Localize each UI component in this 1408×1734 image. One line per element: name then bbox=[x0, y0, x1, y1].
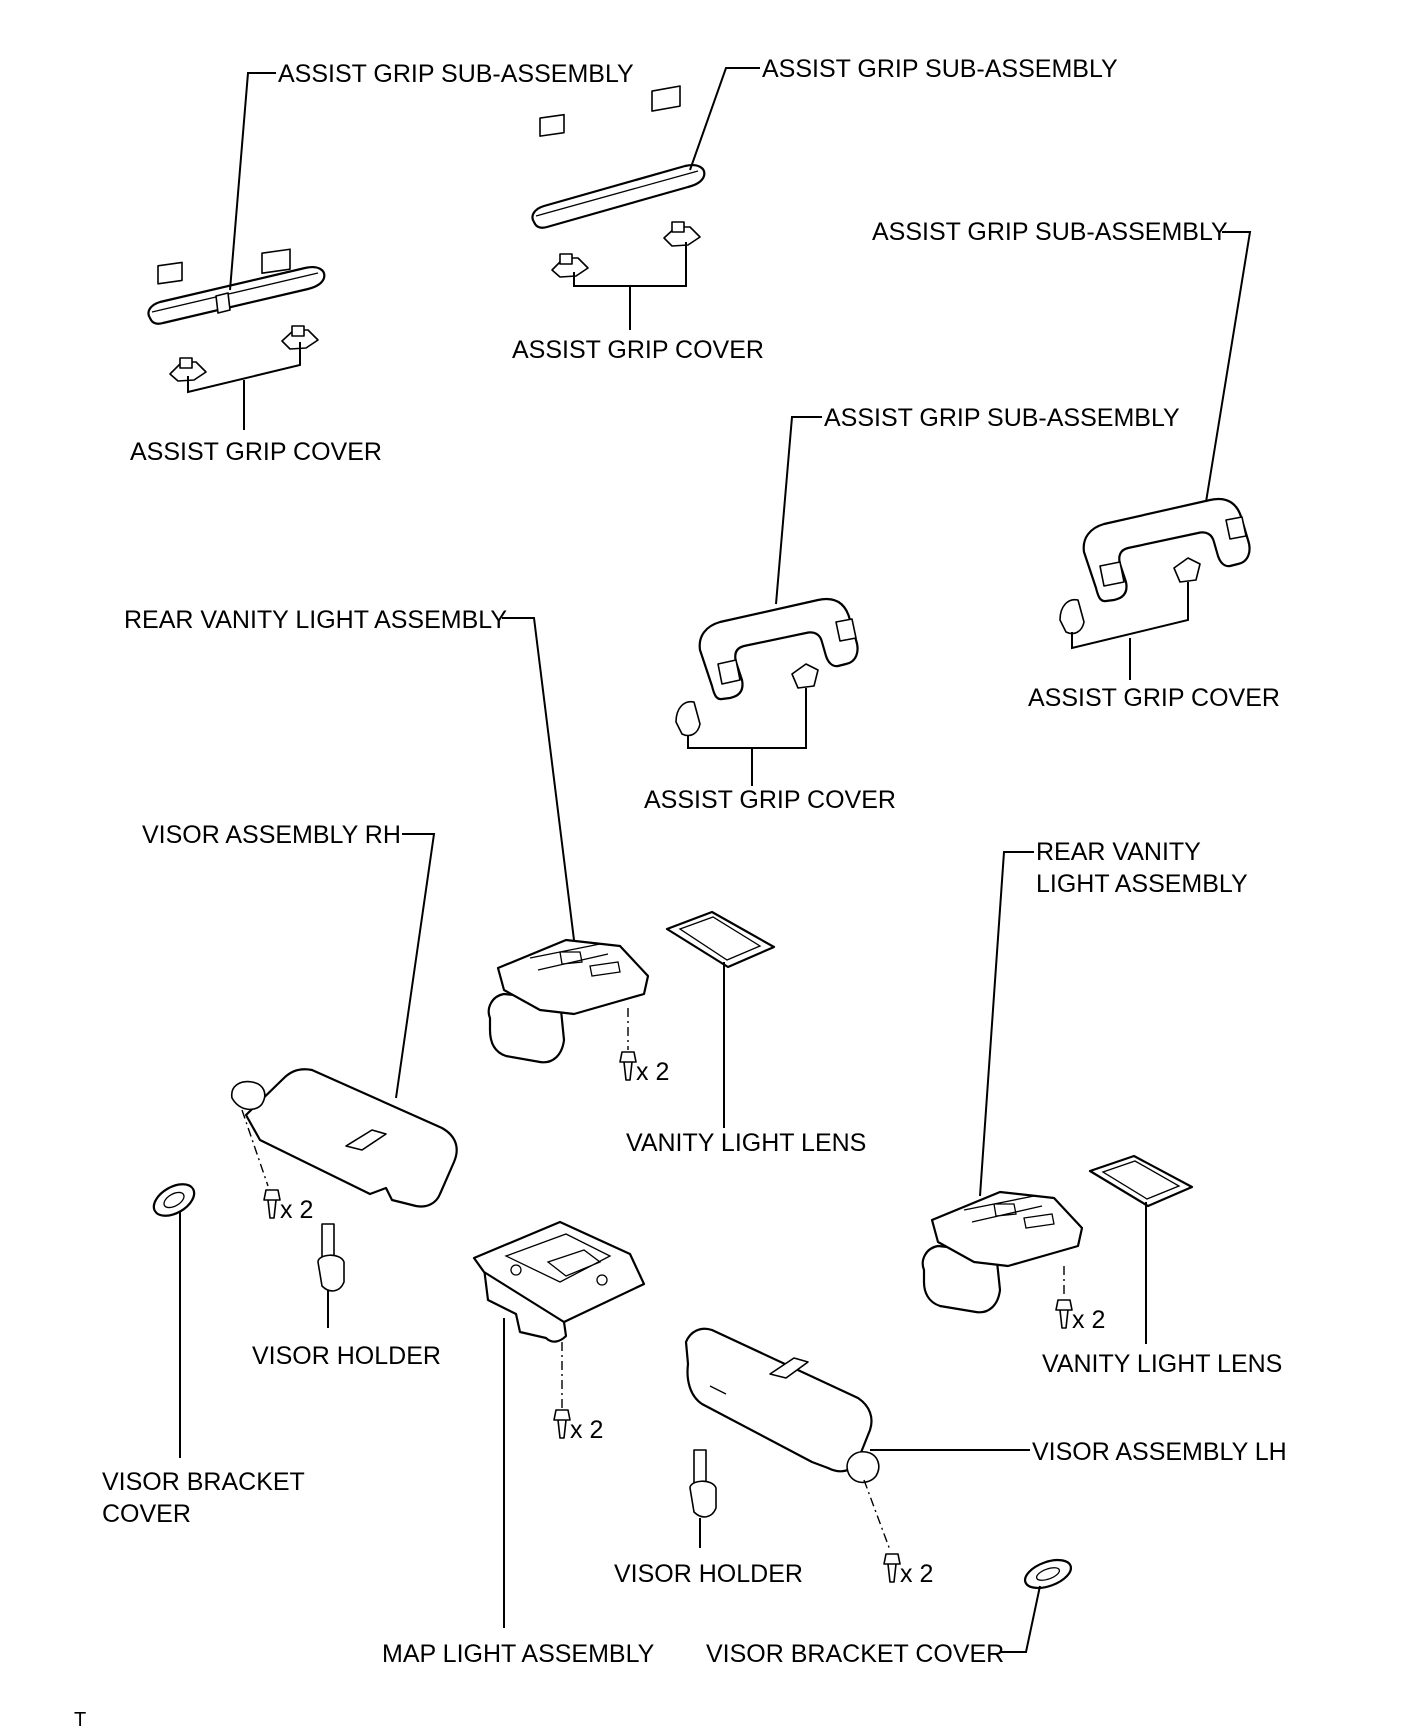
screw-icon bbox=[553, 1409, 571, 1439]
assist-grip-2-illustration bbox=[531, 85, 706, 229]
visor-holder-1-illustration bbox=[317, 1223, 345, 1292]
label-vanity-light-lens-2: VANITY LIGHT LENS bbox=[1042, 1350, 1282, 1378]
label-assist-grip-sub-assembly-1: ASSIST GRIP SUB-ASSEMBLY bbox=[278, 60, 634, 88]
label-rear-vanity-light-assembly-2-line2: LIGHT ASSEMBLY bbox=[1036, 870, 1248, 898]
map-light-illustration bbox=[472, 1220, 646, 1343]
vanity-light-lens-1-illustration bbox=[665, 910, 776, 969]
visor-lh-illustration bbox=[684, 1327, 880, 1484]
assist-grip-1-illustration bbox=[147, 248, 326, 325]
label-quantity-3: x 2 bbox=[1072, 1306, 1105, 1334]
assist-grip-cover-4-illustration bbox=[1059, 557, 1201, 635]
label-assist-grip-sub-assembly-2: ASSIST GRIP SUB-ASSEMBLY bbox=[762, 55, 1118, 83]
visor-bracket-cover-1-illustration bbox=[152, 1183, 196, 1217]
label-quantity-2: x 2 bbox=[280, 1196, 313, 1224]
label-visor-assembly-rh: VISOR ASSEMBLY RH bbox=[142, 821, 401, 849]
label-rear-vanity-light-assembly-2-line1: REAR VANITY bbox=[1036, 838, 1201, 866]
screw-icon bbox=[619, 1051, 637, 1081]
rear-vanity-light-1-illustration bbox=[487, 938, 650, 1064]
leader-lines bbox=[179, 67, 1252, 1653]
screw-icon bbox=[883, 1553, 901, 1583]
label-visor-bracket-cover-1-line2: COVER bbox=[102, 1500, 191, 1528]
vanity-light-lens-2-illustration bbox=[1088, 1154, 1194, 1208]
screw-icon bbox=[1055, 1299, 1073, 1329]
label-visor-holder-1: VISOR HOLDER bbox=[252, 1342, 441, 1370]
installation-lines bbox=[241, 1008, 1065, 1551]
screw-icon bbox=[263, 1189, 281, 1219]
label-visor-assembly-lh: VISOR ASSEMBLY LH bbox=[1032, 1438, 1287, 1466]
label-vanity-light-lens-1: VANITY LIGHT LENS bbox=[626, 1129, 866, 1157]
label-quantity-1: x 2 bbox=[636, 1058, 669, 1086]
label-visor-bracket-cover-1-line1: VISOR BRACKET bbox=[102, 1468, 305, 1496]
visor-bracket-cover-2-illustration bbox=[1023, 1558, 1073, 1590]
rear-vanity-light-2-illustration bbox=[921, 1190, 1084, 1314]
assist-grip-4-illustration bbox=[1082, 497, 1251, 603]
assist-grip-cover-1-illustration bbox=[169, 325, 319, 382]
label-assist-grip-cover-4: ASSIST GRIP COVER bbox=[644, 786, 896, 814]
label-visor-holder-2: VISOR HOLDER bbox=[614, 1560, 803, 1588]
label-quantity-5: x 2 bbox=[900, 1560, 933, 1588]
assist-grip-cover-3-illustration bbox=[675, 663, 819, 737]
label-quantity-4: x 2 bbox=[570, 1416, 603, 1444]
label-assist-grip-sub-assembly-4: ASSIST GRIP SUB-ASSEMBLY bbox=[824, 404, 1180, 432]
corner-mark: T bbox=[74, 1709, 86, 1731]
label-assist-grip-sub-assembly-3: ASSIST GRIP SUB-ASSEMBLY bbox=[872, 218, 1228, 246]
label-assist-grip-cover-3: ASSIST GRIP COVER bbox=[1028, 684, 1280, 712]
label-visor-bracket-cover-2: VISOR BRACKET COVER bbox=[706, 1640, 1004, 1668]
visor-rh-illustration bbox=[230, 1068, 458, 1208]
label-assist-grip-cover-2: ASSIST GRIP COVER bbox=[512, 336, 764, 364]
label-map-light-assembly: MAP LIGHT ASSEMBLY bbox=[382, 1640, 655, 1668]
visor-holder-2-illustration bbox=[689, 1449, 717, 1518]
assist-grip-3-illustration bbox=[698, 597, 859, 701]
assist-grip-cover-2-illustration bbox=[551, 221, 701, 278]
label-assist-grip-cover-1: ASSIST GRIP COVER bbox=[130, 438, 382, 466]
label-rear-vanity-light-assembly-1: REAR VANITY LIGHT ASSEMBLY bbox=[124, 606, 507, 634]
